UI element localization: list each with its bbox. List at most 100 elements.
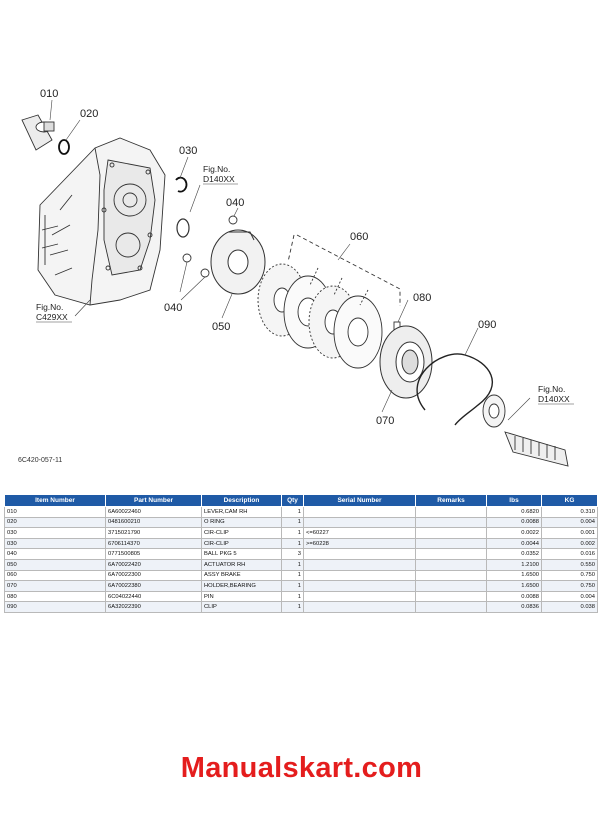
cell-remarks [415,558,487,571]
o-ring-part-020 [58,139,70,155]
table-row: 060 6A70022300 ASSY BRAKE 1 1.6500 0.750 [4,569,598,582]
cell-lbs: 1.6500 [486,569,542,582]
cell-remarks [415,590,487,603]
cell-qty: 1 [281,527,304,539]
callout-080: 080 [413,292,431,304]
cell-item-number: 080 [4,590,106,603]
cell-qty: 1 [281,558,304,571]
cell-remarks [415,537,487,550]
cell-part-number: 6A70022420 [105,558,202,571]
cell-part-number: 6A60022460 [105,506,202,518]
callout-030: 030 [179,145,197,157]
callout-010: 010 [40,88,58,100]
cell-lbs: 0.0044 [486,537,542,550]
cell-description: PIN [201,590,282,603]
col-header-lbs: lbs [486,494,542,507]
bearing-and-shaft [482,394,569,467]
cell-lbs: 0.0352 [486,548,542,560]
cell-part-number: 3715021790 [105,527,202,539]
cell-lbs: 0.0088 [486,590,542,603]
cell-serial-number: >=60228 [303,537,416,550]
cell-item-number: 030 [4,537,106,550]
cell-part-number: 6C04022440 [105,590,202,603]
clip-part-090 [416,353,493,426]
circlip-part-030 [175,176,188,193]
callout-060: 060 [350,231,368,243]
callout-040-lower: 040 [164,302,182,314]
cell-qty: 1 [281,580,304,592]
cell-serial-number [303,590,416,603]
retaining-ring [176,218,190,238]
cell-part-number: 0481600210 [105,516,202,529]
cell-item-number: 030 [4,527,106,539]
table-header-row: Item Number Part Number Description Qty … [4,494,598,507]
col-header-item-number: Item Number [4,494,106,507]
cell-description: CIR-CLIP [201,537,282,550]
callout-020: 020 [80,108,98,120]
cell-kg: 0.750 [541,580,598,592]
cell-serial-number [303,516,416,529]
col-header-description: Description [201,494,282,507]
fig-ref-code: D140XX [538,394,570,404]
bearing-holder-part-070 [379,325,433,399]
table-row: 010 6A60022460 LEVER,CAM RH 1 0.6820 0.3… [4,506,598,518]
cell-part-number: 6A70022380 [105,580,202,592]
cell-qty: 3 [281,548,304,560]
callout-leaders [49,99,531,421]
fig-ref-label: Fig.No. [203,164,230,174]
cell-lbs: 0.6820 [486,506,542,518]
cell-kg: 0.002 [541,537,598,550]
figure-references: Fig.No. D140XX Fig.No. C429XX Fig.No. D1… [36,164,574,405]
callout-070: 070 [376,415,394,427]
cell-qty: 1 [281,590,304,603]
cell-kg: 0.004 [541,516,598,529]
cell-serial-number [303,601,416,613]
fig-ref-code: D140XX [203,174,235,184]
col-header-kg: KG [541,494,598,507]
callout-090: 090 [478,319,496,331]
cell-serial-number [303,558,416,571]
drawing-number: 6C420-057-11 [18,457,63,464]
cell-kg: 0.750 [541,569,598,582]
table-row: 030 6706114370 CIR-CLIP 1 >=60228 0.0044… [4,537,598,550]
lever-cam-part-010 [21,114,55,151]
cell-kg: 0.038 [541,601,598,613]
cell-description: BALL PKG 5 [201,548,282,560]
cell-qty: 1 [281,516,304,529]
transmission-housing [37,137,166,306]
cell-qty: 1 [281,601,304,613]
cell-lbs: 1.2100 [486,558,542,571]
brake-assembly-part-060 [257,234,401,369]
cell-item-number: 010 [4,506,106,518]
cell-description: HOLDER,BEARING [201,580,282,592]
cell-serial-number: <=60227 [303,527,416,539]
cell-item-number: 050 [4,558,106,571]
ball-parts-040 [182,215,238,278]
callout-040-upper: 040 [226,197,244,209]
table-row: 020 0481600210 O RING 1 0.0088 0.004 [4,516,598,529]
cell-description: ACTUATOR RH [201,558,282,571]
actuator-part-050 [210,229,266,295]
cell-serial-number [303,580,416,592]
fig-ref-code: C429XX [36,312,68,322]
parts-table: Item Number Part Number Description Qty … [4,494,598,613]
col-header-serial-number: Serial Number [303,494,416,507]
cell-qty: 1 [281,537,304,550]
cell-kg: 0.310 [541,506,598,518]
cell-remarks [415,601,487,613]
cell-part-number: 6A32022390 [105,601,202,613]
cell-item-number: 070 [4,580,106,592]
cell-remarks [415,527,487,539]
cell-item-number: 020 [4,516,106,529]
callout-050: 050 [212,321,230,333]
cell-part-number: 6706114370 [105,537,202,550]
col-header-part-number: Part Number [105,494,202,507]
cell-remarks [415,580,487,592]
cell-remarks [415,506,487,518]
cell-serial-number [303,548,416,560]
cell-item-number: 040 [4,548,106,560]
cell-item-number: 090 [4,601,106,613]
fig-ref-label: Fig.No. [36,302,63,312]
cell-qty: 1 [281,506,304,518]
table-row: 070 6A70022380 HOLDER,BEARING 1 1.6500 0… [4,580,598,592]
